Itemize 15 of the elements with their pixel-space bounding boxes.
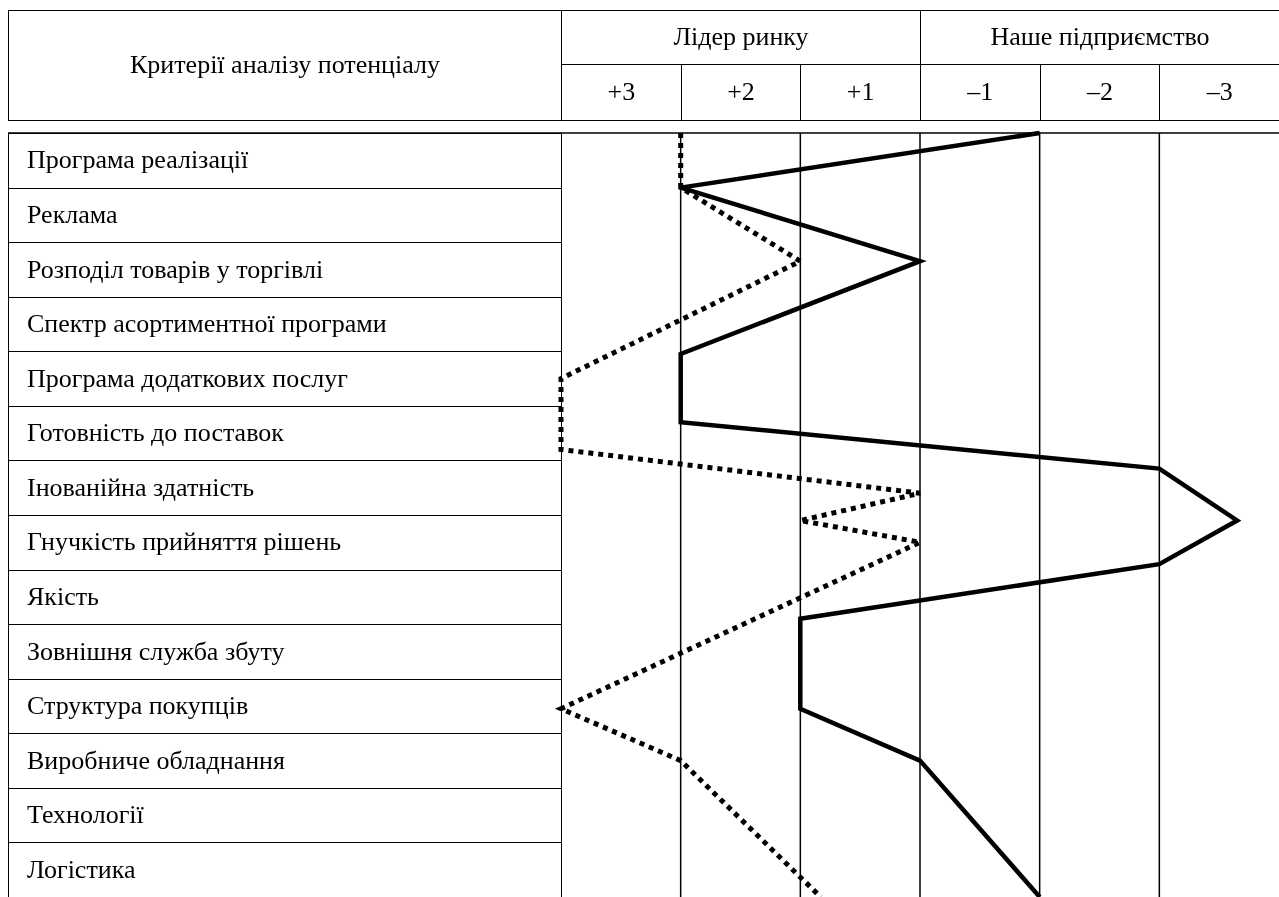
header-cell: Критерії аналізу потенціалу — [8, 10, 562, 121]
criterion-cell: Виробниче обладнання — [8, 733, 562, 789]
criterion-cell: Якість — [8, 569, 562, 626]
criterion-cell: Програма реалізації — [8, 133, 562, 189]
criterion-cell: Реклама — [8, 187, 562, 244]
criterion-cell: Інованійна здатність — [8, 460, 562, 516]
criterion-cell: Гнучкість прийняття рішень — [8, 515, 562, 571]
criterion-cell: Спектр асортиментної програми — [8, 296, 562, 353]
criterion-cell: Програма додаткових послуг — [8, 351, 562, 407]
criterion-cell: Зовнішня служба збуту — [8, 624, 562, 680]
criterion-cell: Логістика — [8, 842, 562, 897]
criterion-cell: Технології — [8, 787, 562, 844]
criterion-cell: Розподіл товарів у торгівлі — [8, 242, 562, 298]
criterion-cell: Структура покупців — [8, 678, 562, 735]
criterion-cell: Готовність до поставок — [8, 405, 562, 462]
